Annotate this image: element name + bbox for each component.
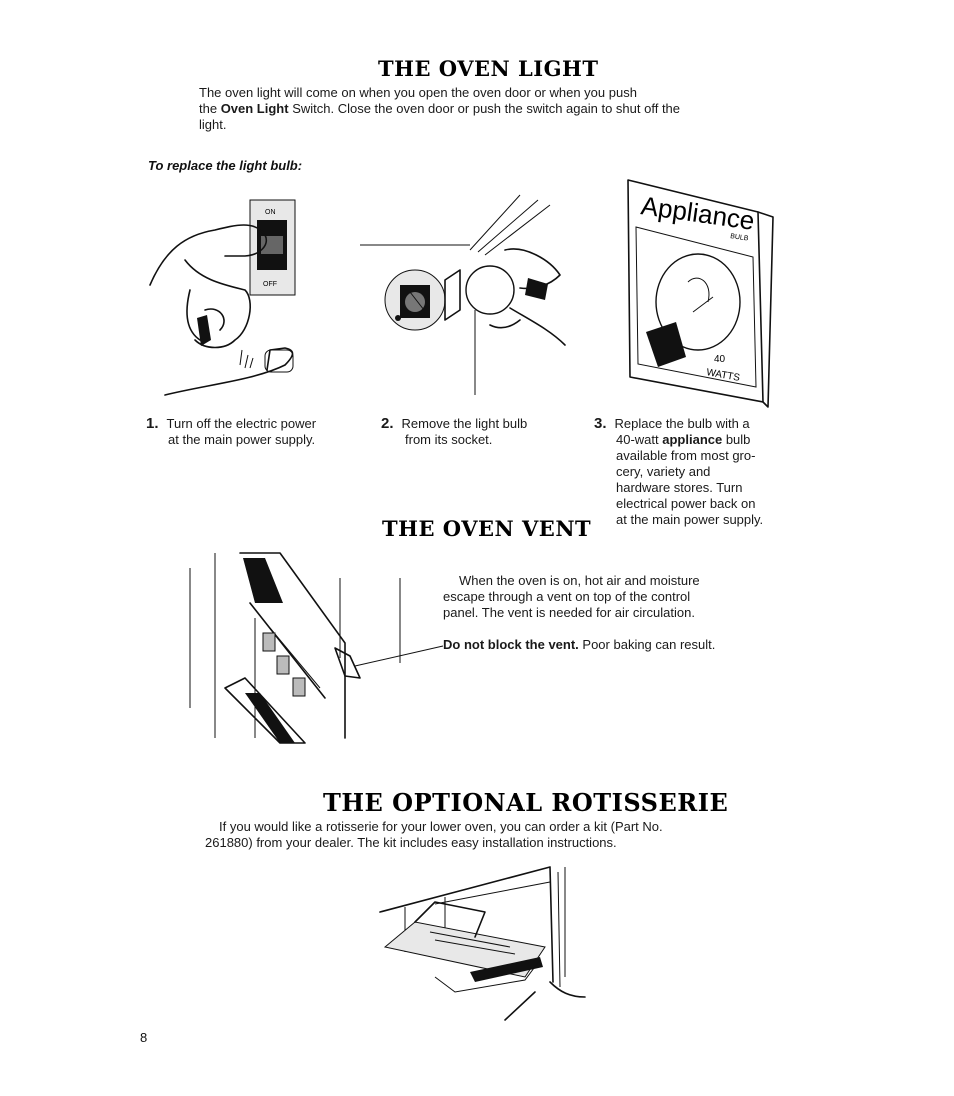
- bulb-box-brand: Appliance: [639, 190, 756, 236]
- rotisserie-title: THE OPTIONAL ROTISSERIE: [323, 788, 729, 817]
- oven-light-switch-name: Oven Light: [220, 101, 289, 116]
- appliance-bulb-term: appliance: [662, 432, 723, 447]
- bulb-box-sub: BULB: [730, 233, 749, 243]
- oven-vent-illustration: [189, 552, 444, 744]
- switch-on-label: ON: [265, 209, 276, 216]
- bulb-watt-number: 40: [714, 354, 726, 365]
- bulb-watt-unit: WATTS: [705, 367, 741, 384]
- oven-light-title: THE OVEN LIGHT: [378, 56, 599, 81]
- step-number: 3.: [594, 415, 607, 432]
- rotisserie-illustration: [379, 866, 586, 1021]
- switch-off-label: OFF: [263, 281, 277, 288]
- oven-vent-title: THE OVEN VENT: [382, 516, 592, 541]
- oven-light-intro: The oven light will come on when you ope…: [199, 85, 759, 133]
- remove-bulb-illustration: [360, 194, 566, 395]
- rotisserie-description: If you would like a rotisserie for your …: [205, 819, 663, 850]
- intro-line: The oven light will come on when you ope…: [199, 85, 637, 100]
- appliance-bulb-box-illustration: Appliance BULB 40 WATTS: [627, 179, 774, 408]
- step-number: 2.: [381, 415, 394, 432]
- intro-line: light.: [199, 117, 227, 132]
- replace-bulb-heading: To replace the light bulb:: [148, 158, 303, 173]
- do-not-block-warning: Do not block the vent.: [443, 637, 579, 652]
- oven-vent-warning: Do not block the vent. Poor baking can r…: [443, 637, 716, 652]
- oven-vent-description: When the oven is on, hot air and moistur…: [443, 573, 700, 620]
- page-number: 8: [140, 1030, 148, 1045]
- step-2: 2.Remove the light bulb from its socket.: [381, 415, 528, 448]
- light-switch-illustration: ON OFF: [149, 199, 296, 396]
- step-3: 3.Replace the bulb with a 40-watt applia…: [594, 415, 764, 528]
- step-1: 1.Turn off the electric power at the mai…: [146, 415, 317, 448]
- step-number: 1.: [146, 415, 159, 432]
- intro-line: the Oven Light Switch. Close the oven do…: [199, 101, 681, 116]
